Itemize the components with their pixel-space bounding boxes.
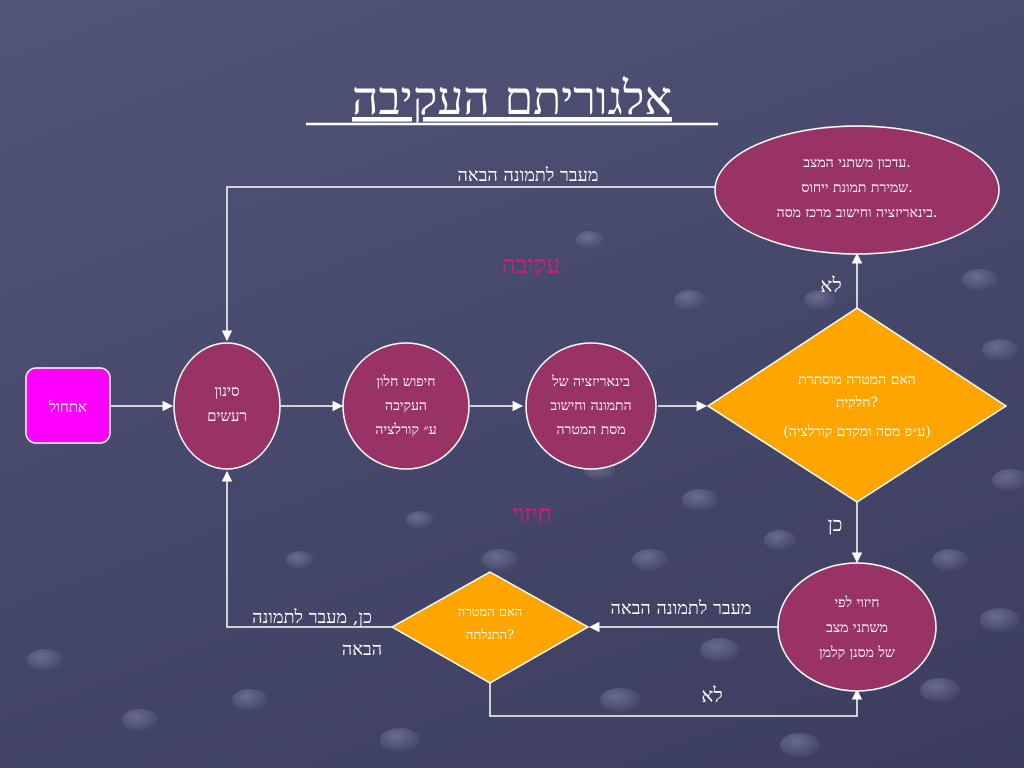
no-bottom-label: לא (701, 683, 722, 707)
start-node: אתחול (25, 367, 111, 444)
arrow-found-to-filter (221, 470, 392, 628)
yes-next-label-line1: כן, מעבר לתמונה (252, 607, 372, 628)
update-label-line1: עדכון משתני המצב. (803, 155, 910, 171)
page-title: אלגוריתם העקיבה (352, 71, 672, 125)
predict-node: חיזוי לפי משתני מצב של מסנן קלמן (777, 562, 937, 692)
arrow-update-to-filter (221, 186, 716, 342)
update-label-line2: שמירת תמונת ייחוס. (801, 180, 912, 196)
update-label-line3: בינאריזציה וחישוב מרכז מסה. (777, 205, 938, 221)
found-label-line2: התגלתה? (466, 628, 514, 643)
search-node: חיפוש חלון העקיבה ע״ קורלציה (342, 342, 470, 470)
found-decision: האם המטרה התגלתה? (390, 571, 590, 684)
filter-node: סינון רעשים (173, 342, 281, 470)
predict-label-line3: של מסנן קלמן (819, 645, 895, 661)
predict-label-line2: משתני מצב (826, 620, 888, 636)
filter-label-line2: רעשים (207, 407, 247, 425)
next-frame-bottom-label: מעבר לתמונה הבאה (611, 598, 752, 619)
arrow-found-to-predict (489, 683, 863, 717)
search-label-line2: העקיבה (385, 398, 427, 414)
next-frame-top-label: מעבר לתמונה הבאה (458, 165, 599, 186)
occluded-label-line2: חלקית? (836, 395, 878, 411)
prediction-section-label: חיזוי (512, 500, 552, 528)
yes-mid-label: כן (828, 512, 843, 536)
occluded-label-line1: האם המטרה מוסתרת (798, 372, 916, 388)
search-label-line1: חיפוש חלון (376, 374, 435, 390)
connectors (110, 186, 863, 717)
binarize-label-line2: התמונה וחישוב (550, 398, 631, 414)
binarize-node: בינאריזציה של התמונה וחישוב מסת המטרה (525, 342, 657, 470)
update-node: עדכון משתני המצב. שמירת תמונת ייחוס. בינ… (714, 125, 1000, 255)
binarize-label-line3: מסת המטרה (557, 422, 626, 438)
predict-label-line1: חיזוי לפי (834, 595, 879, 611)
search-label-line3: ע״ קורלציה (375, 422, 436, 438)
no-top-label: לא (820, 273, 841, 297)
background-dots (27, 231, 1024, 757)
yes-next-label-line2: הבאה (342, 639, 382, 660)
occluded-label-line3: (ע״פ מסה ומקדם קורלציה) (783, 424, 931, 440)
tracking-section-label: עקיבה (502, 251, 560, 279)
occluded-decision: האם המטרה מוסתרת חלקית? (ע״פ מסה ומקדם ק… (706, 307, 1008, 503)
filter-label-line1: סינון (214, 382, 239, 400)
start-label: אתחול (48, 398, 87, 416)
binarize-label-line1: בינאריזציה של (551, 374, 630, 390)
found-label-line1: האם המטרה (458, 605, 522, 620)
